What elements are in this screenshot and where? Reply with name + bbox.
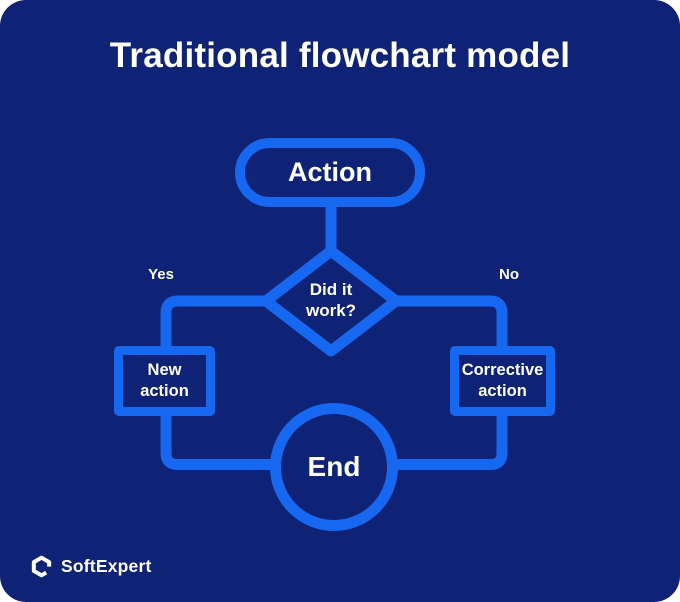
node-action-label: Action (288, 157, 372, 187)
branch-label-yes: Yes (148, 266, 174, 283)
page-title: Traditional flowchart model (109, 36, 571, 75)
node-corrective-action: Corrective action (450, 346, 555, 416)
brand-logo: SoftExpert (30, 555, 151, 578)
node-end: End (270, 403, 398, 531)
hexagon-loop-icon (31, 555, 52, 578)
connector-corrective-action-to-end (393, 411, 508, 470)
branch-label-no: No (499, 266, 519, 283)
node-corrective-action-label: Corrective action (461, 361, 544, 400)
connector-new-action-to-end (160, 411, 275, 470)
connector-decision-to-corrective-action (388, 295, 508, 351)
node-action: Action (235, 138, 425, 207)
node-decision-label: Did it work? (305, 280, 357, 320)
node-new-action-label: New action (140, 361, 189, 400)
brand-name: SoftExpert (61, 556, 152, 576)
node-end-label: End (307, 451, 361, 482)
decision-diamond-shape (260, 245, 402, 357)
node-new-action: New action (114, 346, 215, 416)
connector-decision-to-new-action (160, 295, 280, 351)
